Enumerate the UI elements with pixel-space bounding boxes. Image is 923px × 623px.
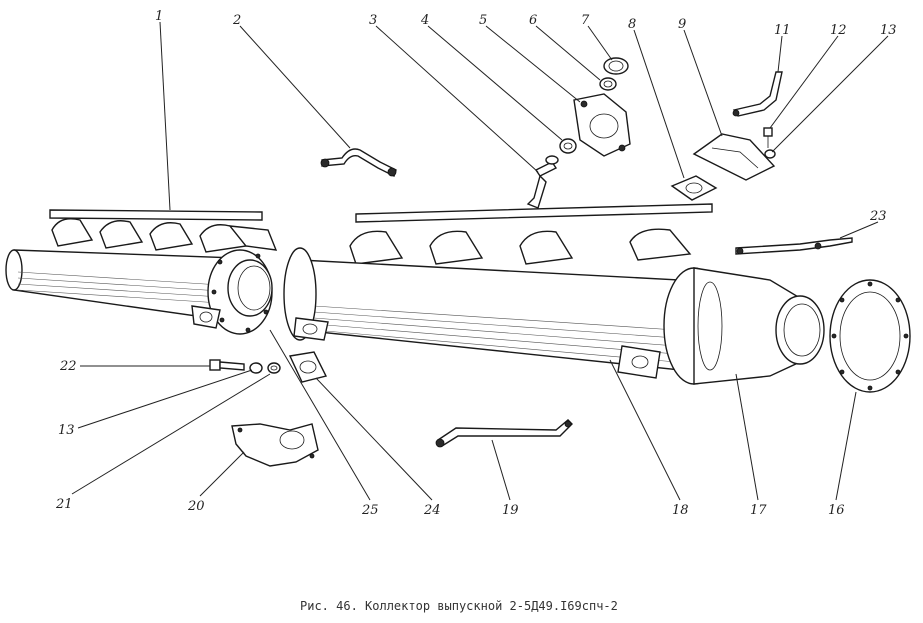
nut-part-21	[267, 362, 281, 374]
callout-13-top: 13	[880, 23, 897, 38]
callout-13-bottom: 13	[58, 423, 75, 438]
callout-5: 5	[479, 13, 487, 28]
bolt-part-22	[209, 359, 245, 371]
callout-24: 24	[423, 503, 441, 518]
bolt-part-12	[763, 127, 773, 148]
callout-1: 1	[155, 9, 163, 24]
callout-16: 16	[828, 503, 845, 518]
gasket-part-24	[288, 351, 328, 383]
ring-part-7	[603, 57, 629, 75]
pipe-part-19	[435, 419, 573, 448]
left-collector-section	[5, 209, 278, 335]
washer-part-13-bottom	[249, 362, 263, 374]
callout-4: 4	[420, 13, 429, 28]
elbow-part-20	[231, 423, 319, 467]
callout-23: 23	[869, 209, 887, 224]
callout-21: 21	[55, 497, 73, 512]
callout-20: 20	[187, 499, 205, 514]
leader-lines	[71, 21, 889, 501]
gasket-part-16	[829, 279, 911, 393]
middle-collector-section	[283, 203, 825, 385]
callout-6: 6	[529, 13, 537, 28]
callout-3: 3	[369, 13, 377, 28]
bolt-part-3	[526, 155, 559, 209]
callout-2: 2	[232, 13, 241, 28]
figure-caption: Рис. 46. Коллектор выпускной 2-5Д49.I69с…	[300, 599, 618, 613]
callout-8: 8	[628, 17, 636, 32]
callout-19: 19	[502, 503, 519, 518]
ring-part-6	[599, 77, 617, 91]
flange-part-5	[573, 93, 631, 157]
cover-part-9	[692, 133, 776, 181]
pipe-part-2	[320, 148, 397, 177]
washer-part-4	[559, 138, 577, 154]
callout-12: 12	[830, 23, 847, 38]
pipe-part-11	[732, 71, 783, 117]
callout-18: 18	[672, 503, 689, 518]
callout-labels: 1 2 3 4 5 6 7 8 9 11 12 13 23 22 13 21 2…	[55, 9, 897, 518]
callout-11: 11	[774, 23, 791, 38]
callout-22: 22	[59, 359, 77, 374]
pipe-part-23	[735, 237, 853, 255]
callout-17: 17	[750, 503, 767, 518]
callout-25: 25	[361, 503, 379, 518]
gasket-part-8	[670, 175, 718, 201]
callout-9: 9	[678, 17, 686, 32]
callout-7: 7	[581, 13, 590, 28]
